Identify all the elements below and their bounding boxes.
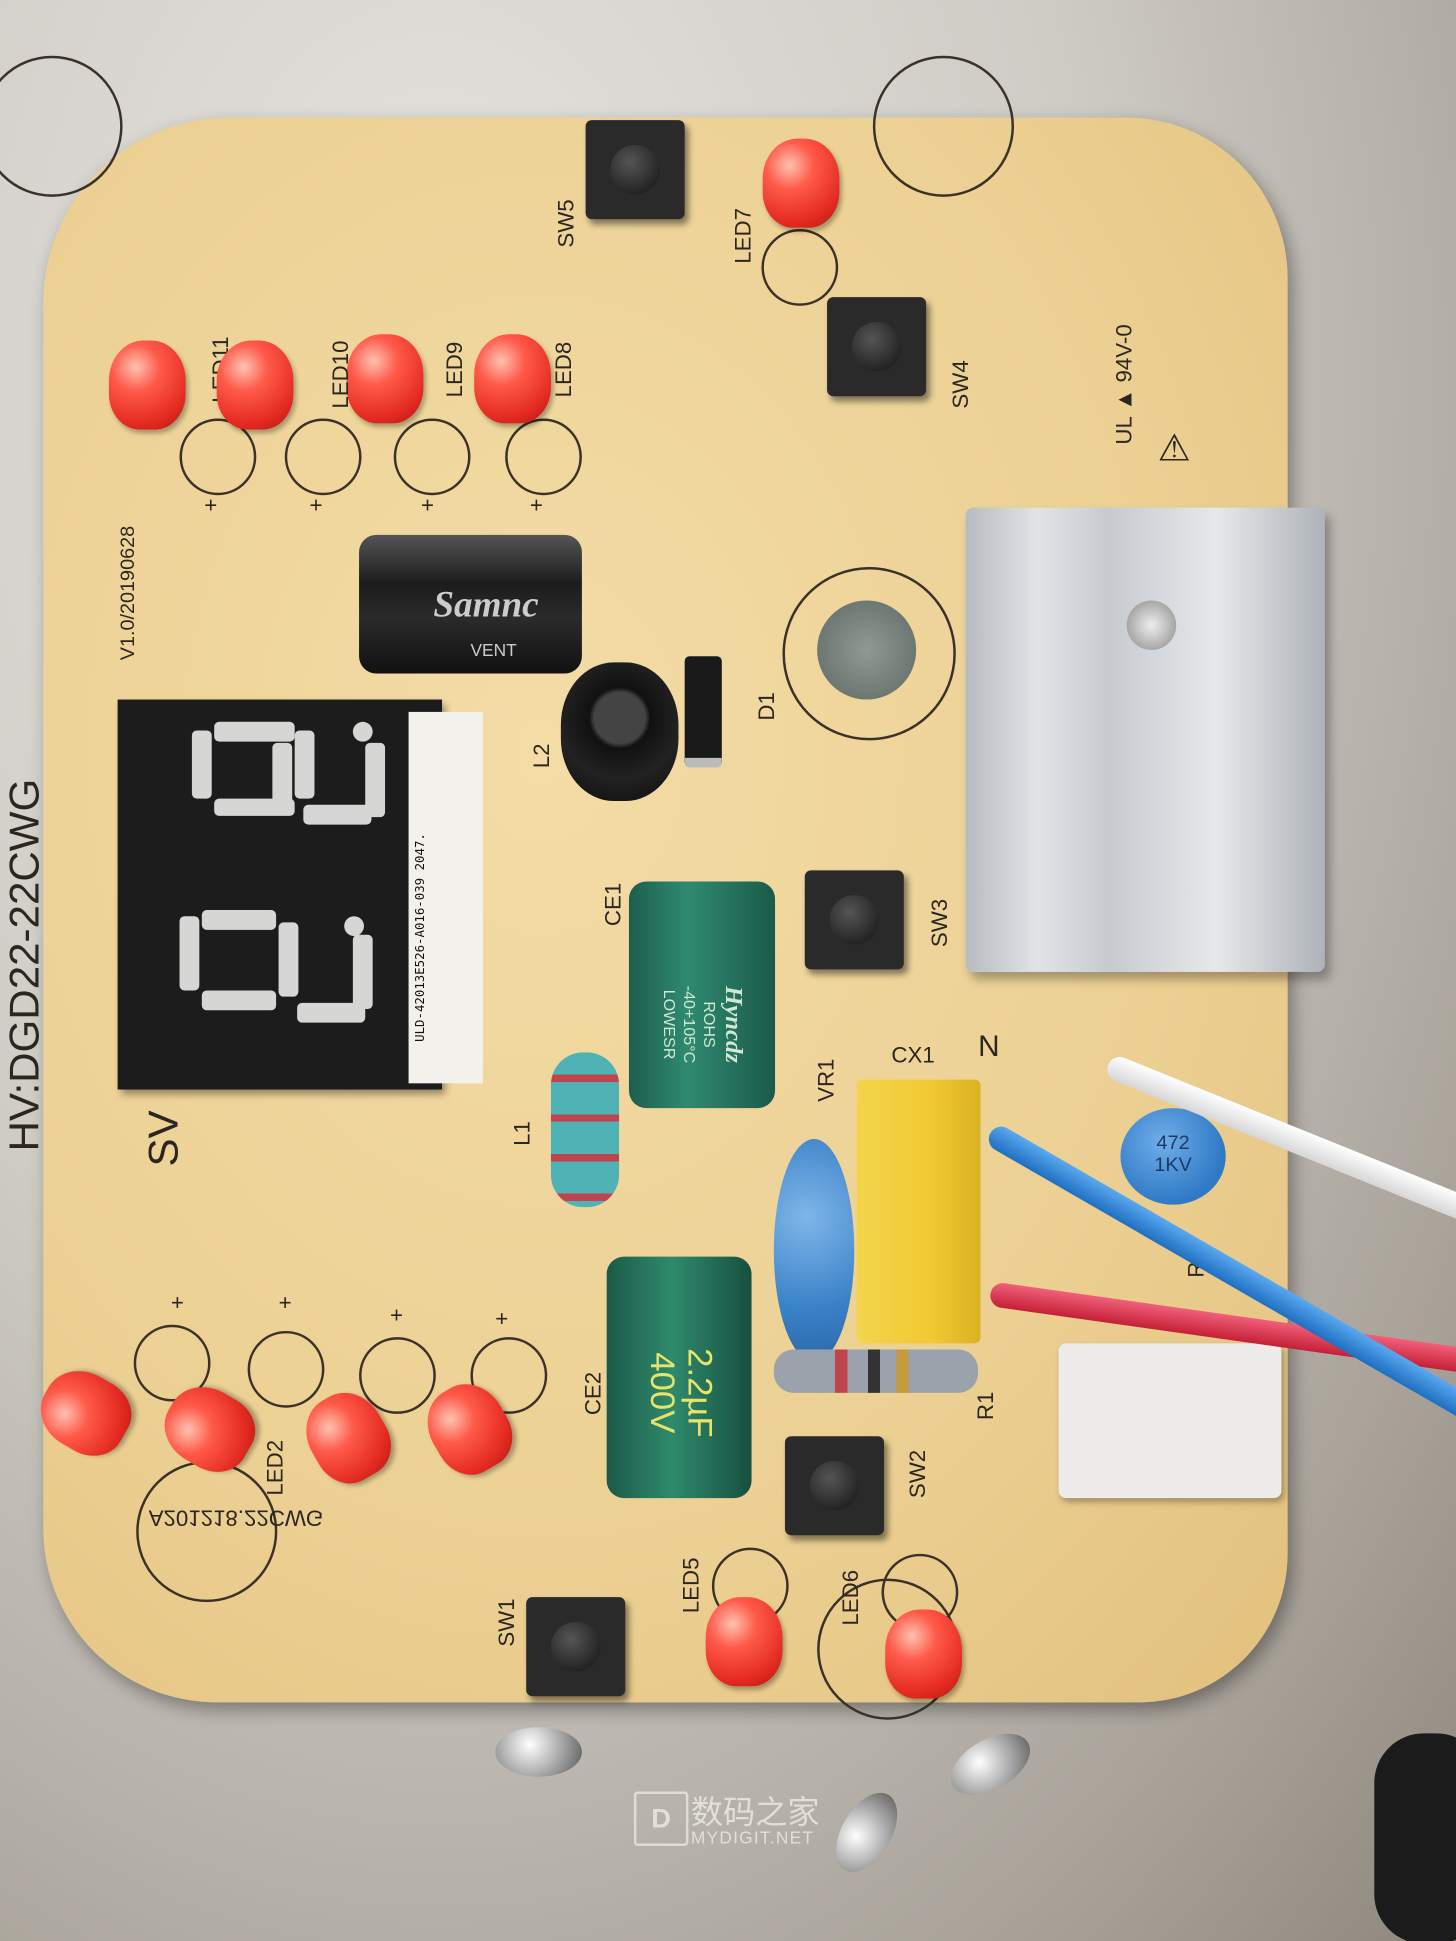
inductor-l2 [560, 662, 679, 802]
ce2-voltage: 400V [643, 1352, 683, 1434]
led-ring [133, 1324, 211, 1402]
sw5-label: SW5 [553, 199, 579, 248]
led-ring [505, 418, 582, 496]
ce1-temp: -40+105°C [680, 985, 699, 1064]
led-ring [761, 229, 839, 306]
plus-mark: + [495, 1306, 509, 1331]
black-object [1374, 1733, 1456, 1941]
mounting-hole-ring [782, 567, 956, 741]
diode-d1 [684, 656, 722, 768]
watermark-en: MYDIGIT.NET [690, 1827, 815, 1848]
cx1-label: CX1 [891, 1042, 935, 1068]
switch-sw4[interactable] [827, 297, 927, 397]
led10 [216, 340, 294, 430]
ce2-value: 2.2µF [680, 1348, 720, 1438]
led6-label: LED6 [838, 1569, 863, 1626]
switch-sw3[interactable] [804, 870, 904, 970]
led-ring [393, 418, 471, 496]
cap-brand: Samnc [433, 584, 539, 626]
plus-mark: + [170, 1290, 184, 1315]
disc-cap-voltage: 1KV [1154, 1155, 1192, 1177]
disc-capacitor: 472 1KV [1120, 1108, 1226, 1205]
ce1-rohs: ROHS [700, 1001, 719, 1048]
screw [495, 1727, 582, 1777]
led5-label: LED5 [678, 1557, 704, 1614]
plus-mark: + [390, 1302, 404, 1328]
mount-notch [136, 1460, 278, 1603]
ce1-brand: Hyncdz [719, 986, 748, 1064]
ce2-label: CE2 [580, 1371, 606, 1416]
switch-sw5[interactable] [585, 120, 685, 220]
display-part-number: ULD-42013E526-A016-039 2047. [414, 833, 428, 1042]
plus-mark: + [204, 492, 218, 518]
r1-label: R1 [973, 1391, 998, 1421]
version-label: V1.0/20190628 [117, 525, 140, 661]
sw1-label: SW1 [494, 1598, 519, 1647]
ul-mark: UL ▲ 94V-0 [1111, 324, 1137, 445]
capacitor-ce1: Hyncdz ROHS -40+105°C LOWESR [628, 881, 776, 1109]
led2-label: LED2 [262, 1439, 288, 1496]
screw [940, 1721, 1041, 1808]
watermark-cn: 数码之家 [690, 1795, 820, 1833]
d1-label: D1 [754, 692, 779, 721]
wire-connector [1058, 1343, 1282, 1499]
mount-notch [0, 55, 123, 197]
led5 [705, 1597, 783, 1687]
batch-label: A201218.22CWG [148, 1505, 324, 1531]
led7 [762, 138, 840, 228]
plus-mark: + [529, 492, 543, 518]
disc-cap-code: 472 [1156, 1132, 1190, 1154]
led-ring [284, 418, 362, 496]
led-ring [247, 1330, 325, 1408]
led7-label: LED7 [730, 207, 756, 264]
screw-icon [1126, 600, 1177, 651]
switch-sw1[interactable] [526, 1597, 626, 1697]
ce1-label: CE1 [600, 882, 626, 927]
led8 [474, 334, 551, 424]
led9 [346, 334, 424, 424]
l1-label: L1 [509, 1121, 535, 1146]
led-ring [359, 1337, 436, 1414]
warning-triangle-icon: ⚠ [1157, 428, 1191, 470]
electrolytic-capacitor-samnc: Samnc VENT [359, 534, 582, 674]
led9-label: LED9 [442, 341, 467, 398]
display-label-strip [408, 711, 483, 1084]
watermark-logo-icon: D [633, 1791, 689, 1847]
model-label: HV:DGD22-22CWG [1, 778, 49, 1152]
l2-label: L2 [529, 743, 555, 769]
led11 [108, 340, 186, 430]
switch-sw2[interactable] [784, 1436, 885, 1536]
plus-mark: + [420, 492, 434, 518]
resistor-r1 [773, 1349, 979, 1393]
vr1-label: VR1 [813, 1058, 839, 1102]
heatsink [965, 507, 1325, 972]
inductor-l1 [550, 1052, 620, 1208]
led10-label: LED10 [328, 340, 353, 409]
screw [823, 1782, 910, 1883]
led8-label: LED8 [550, 341, 576, 398]
sw3-label: SW3 [927, 898, 953, 948]
capacitor-ce2: 2.2µF 400V [606, 1256, 752, 1499]
cap-vent: VENT [470, 640, 517, 660]
plus-mark: + [278, 1290, 292, 1315]
seven-segment-display [117, 699, 443, 1090]
n-label: N [978, 1030, 1000, 1064]
mounting-hole [817, 600, 917, 700]
led-ring [470, 1337, 548, 1414]
sw2-label: SW2 [905, 1449, 930, 1499]
varistor-vr1 [773, 1139, 855, 1362]
capacitor-cx1 [856, 1079, 981, 1344]
sv-label: SV [140, 1110, 188, 1167]
sw4-label: SW4 [948, 360, 974, 409]
mount-notch [872, 55, 1015, 197]
ce1-esr: LOWESR [660, 989, 680, 1060]
led6 [885, 1609, 963, 1699]
led-ring [179, 418, 257, 496]
plus-mark: + [309, 492, 323, 518]
